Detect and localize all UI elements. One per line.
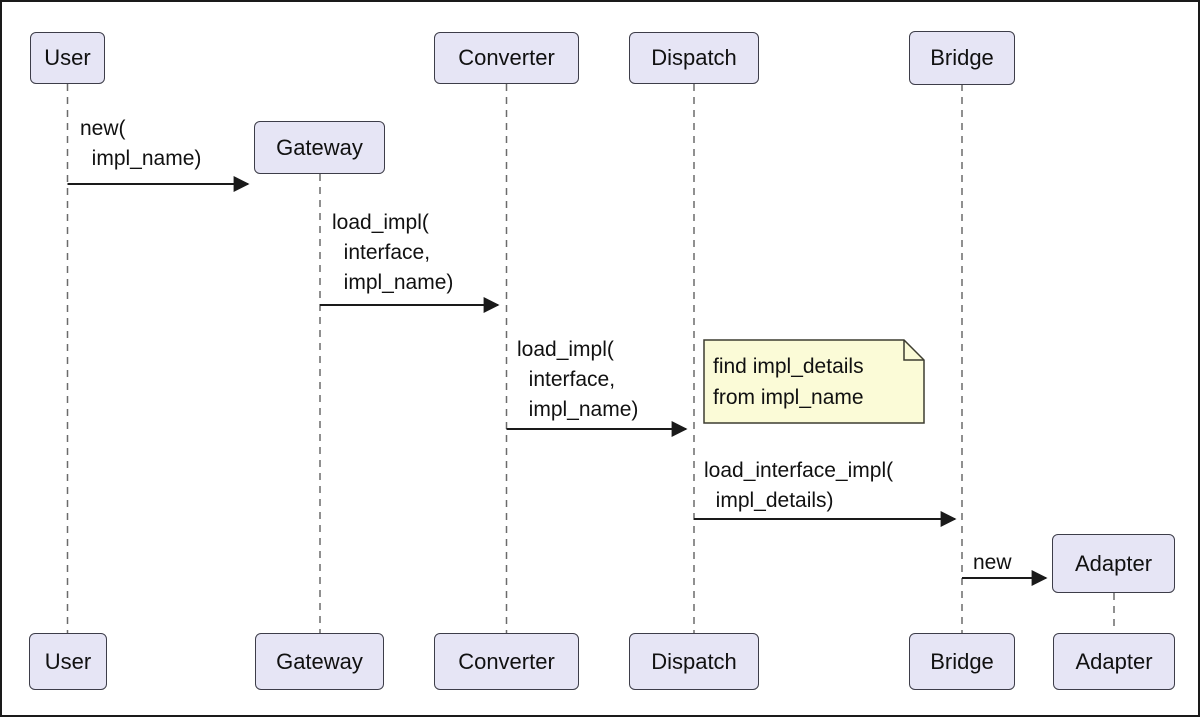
participant-gateway-bottom: Gateway xyxy=(255,633,384,690)
message-label-load-impl-2: load_impl( interface, impl_name) xyxy=(517,338,639,421)
participant-dispatch-bottom: Dispatch xyxy=(629,633,759,690)
participant-user-bottom: User xyxy=(29,633,107,690)
participant-converter-bottom: Converter xyxy=(434,633,579,690)
participant-converter-top: Converter xyxy=(434,32,579,84)
participant-adapter-bottom: Adapter xyxy=(1053,633,1175,690)
participant-bridge-bottom: Bridge xyxy=(909,633,1015,690)
participant-gateway-created: Gateway xyxy=(254,121,385,174)
message-label-new: new xyxy=(973,551,1012,574)
note-text: find impl_details from impl_name xyxy=(713,355,864,409)
message-label-load-interface-impl: load_interface_impl( impl_details) xyxy=(704,459,894,512)
participant-bridge-top: Bridge xyxy=(909,31,1015,85)
participant-adapter-created: Adapter xyxy=(1052,534,1175,593)
message-label-new-impl-name: new( impl_name) xyxy=(80,117,202,170)
note-fold-icon xyxy=(903,340,924,361)
participant-user-top: User xyxy=(30,32,105,84)
participant-dispatch-top: Dispatch xyxy=(629,32,759,84)
message-label-load-impl-1: load_impl( interface, impl_name) xyxy=(332,211,454,294)
